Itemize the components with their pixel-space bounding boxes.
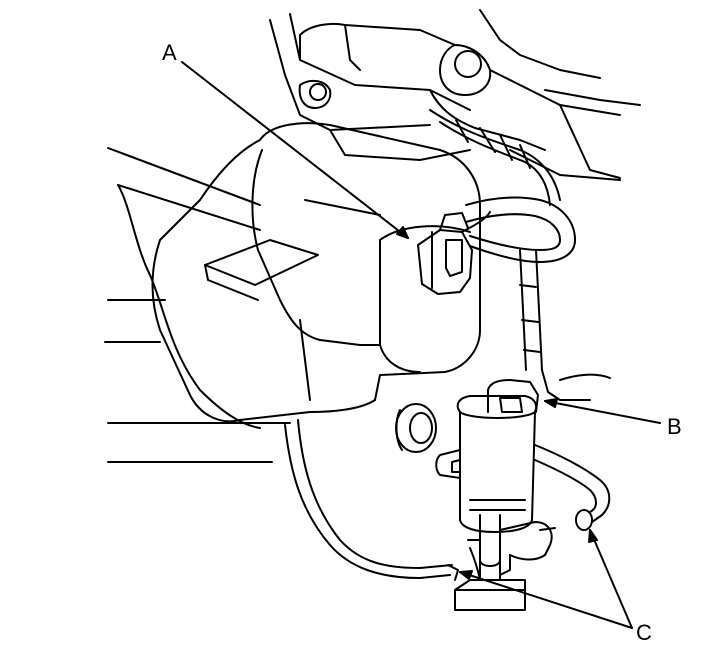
- wiring-harness: [429, 109, 611, 401]
- grommet: [395, 403, 437, 453]
- washer-pump: [435, 379, 539, 533]
- washer-reservoir: [151, 122, 481, 423]
- body-frame-lines: [104, 147, 291, 463]
- leader-lines: [181, 61, 661, 629]
- hose-right: [534, 444, 611, 531]
- callout-c-label: C: [636, 620, 652, 645]
- callout-a-label: A: [162, 40, 177, 65]
- pump-outlet: [467, 514, 556, 581]
- hose-left: [284, 419, 459, 581]
- connector-a: [417, 211, 491, 295]
- base-plate: [454, 559, 526, 611]
- upper-bracket: [269, 9, 641, 181]
- callout-b-label: B: [667, 414, 682, 439]
